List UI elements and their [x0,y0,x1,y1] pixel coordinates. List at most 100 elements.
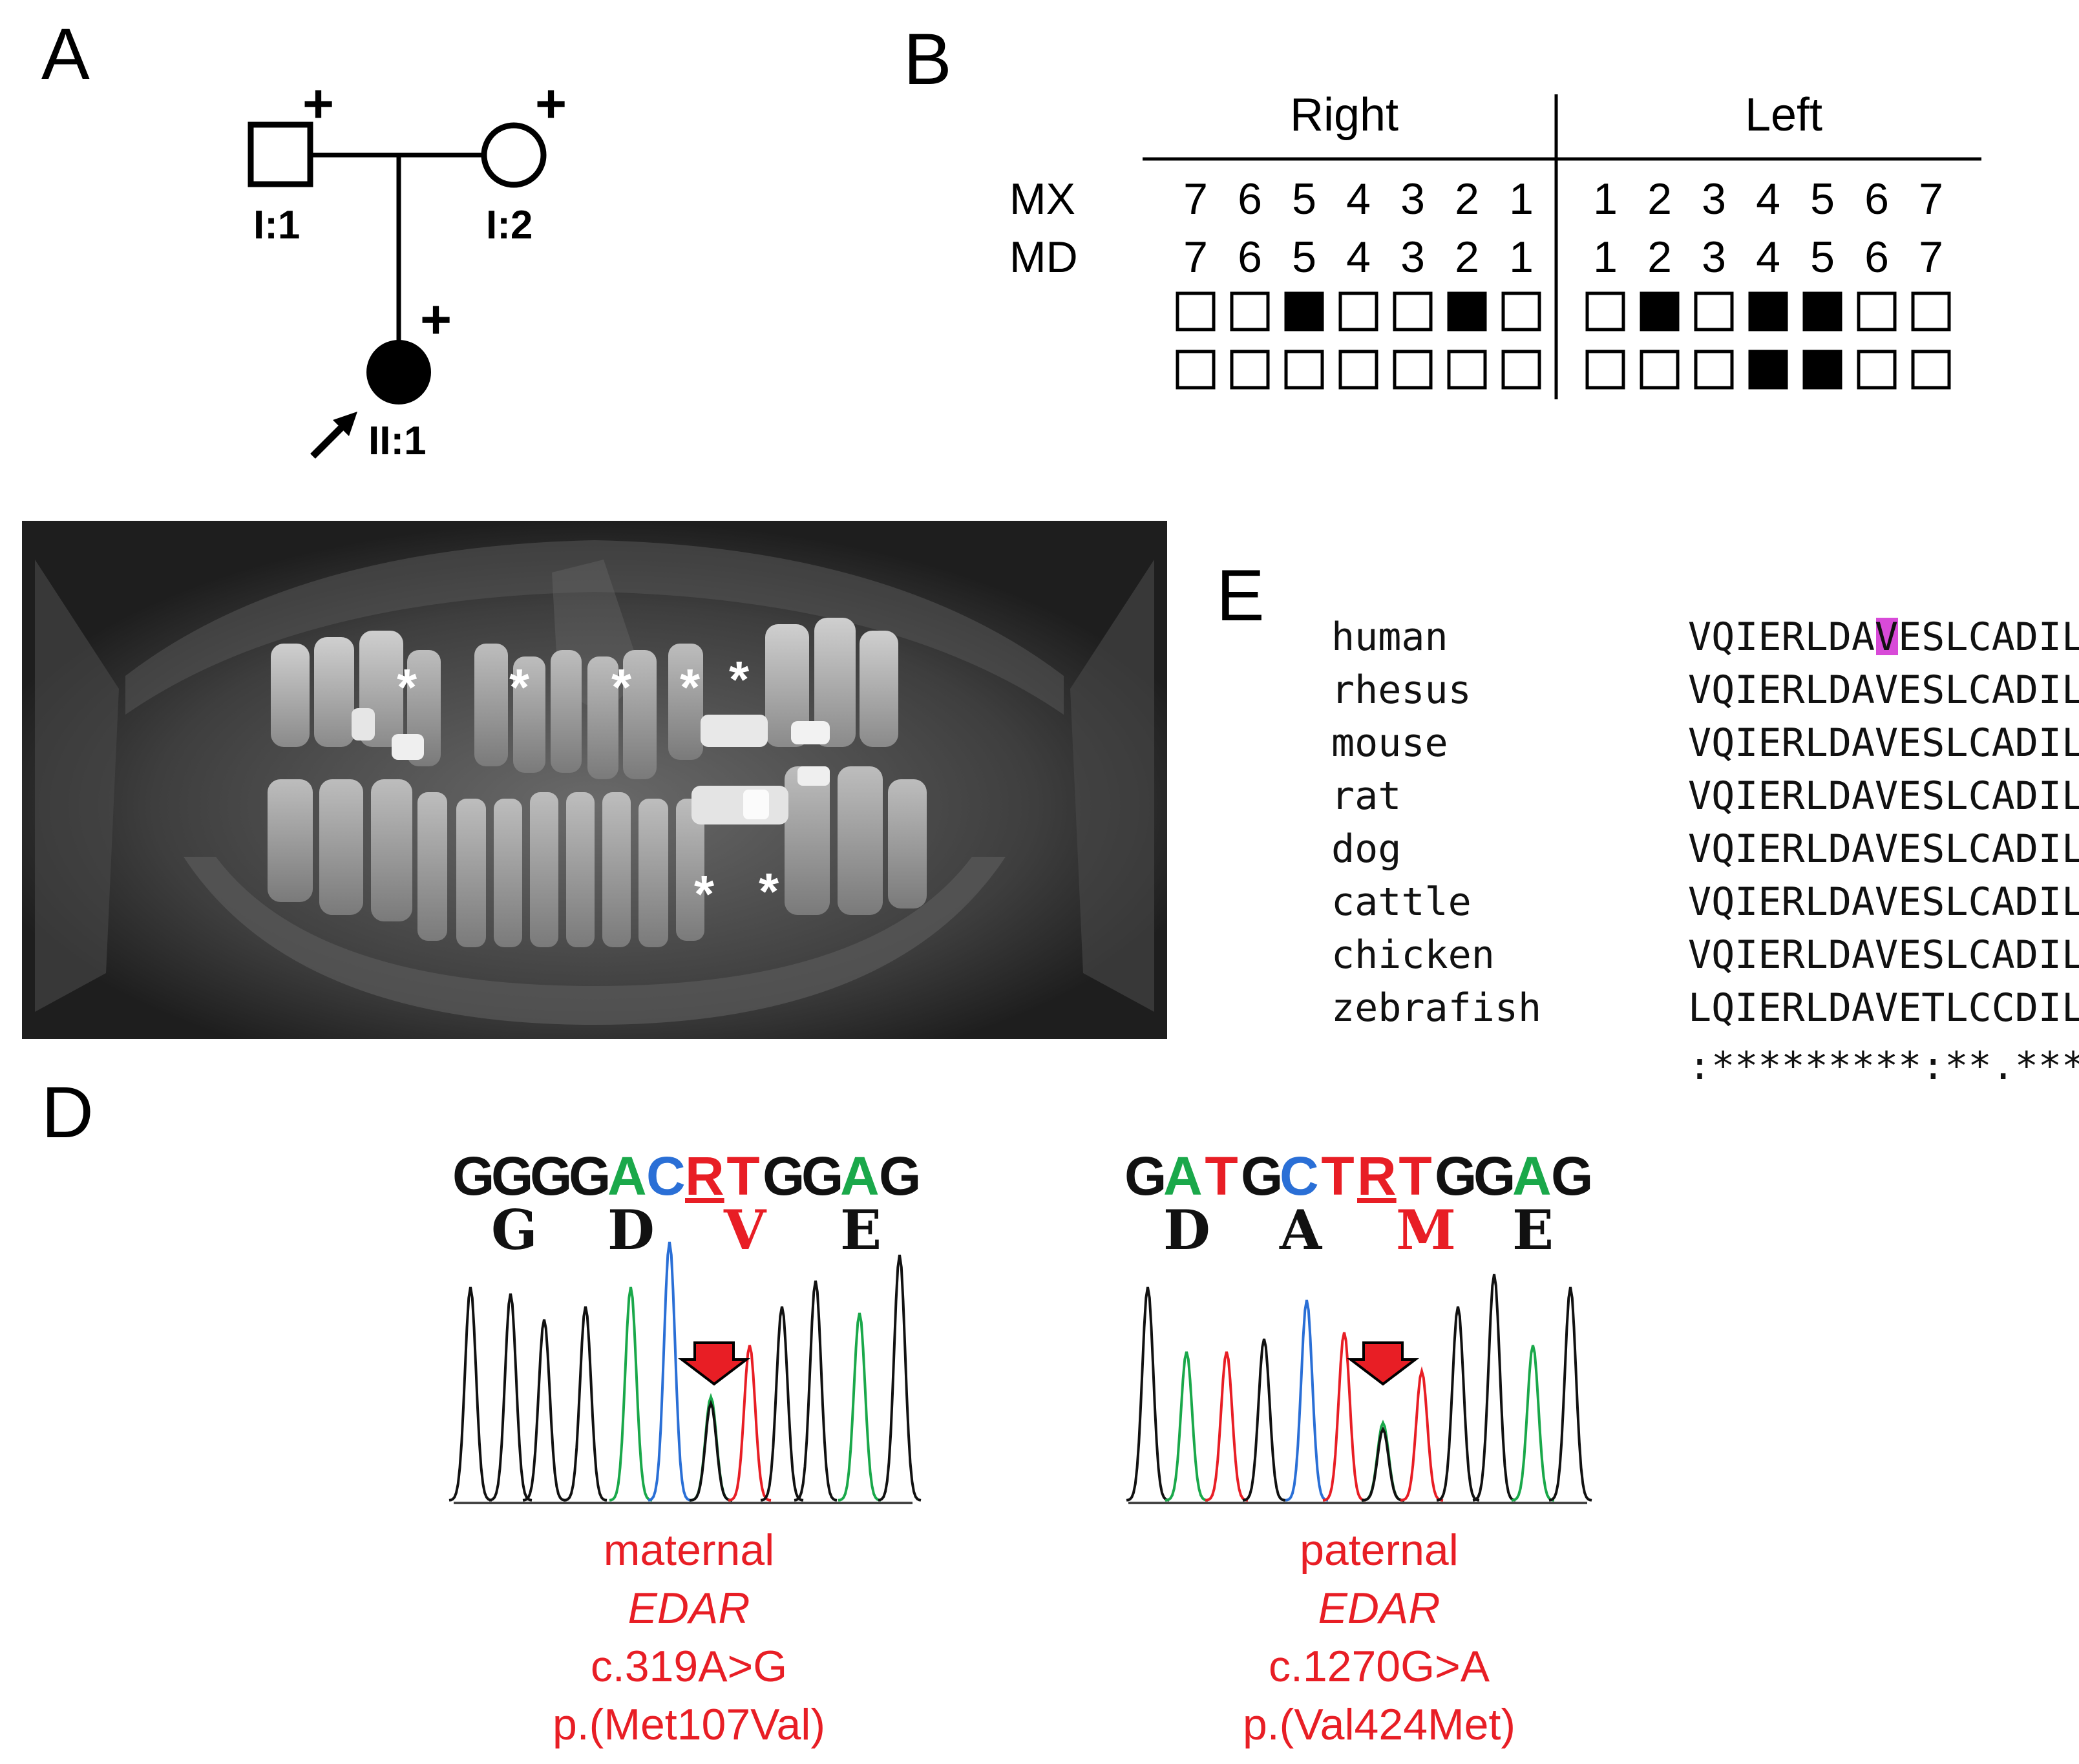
chromatogram-peak [878,1254,922,1502]
missing-tooth-asterisk: * [680,658,701,716]
chromatogram-peak [838,1312,881,1502]
sequence-row: VQIERLDAVESLCADIL [1688,724,2079,762]
mandibular-tooth-box [1748,350,1788,390]
maternal-cdna: c.319A>G [590,1642,788,1691]
mandibular-tooth-box [1911,350,1951,390]
base-letter: C [646,1146,686,1206]
tooth-number-mx: 3 [1702,174,1726,224]
variant-residue: V [1874,614,1899,660]
base-letter: A [1512,1146,1552,1206]
chromatogram-peak [609,1286,653,1502]
maxillary-tooth-box [1284,291,1324,331]
mother-carrier-mark: + [535,73,567,134]
sequence-row: VQIERLDAVESLCADIL [1688,936,2079,974]
chromatogram-peak [728,1345,772,1502]
species-rhesus: rhesus [1331,667,1472,713]
chromatogram-peak [648,1241,691,1502]
tooth-number-md: 5 [1292,233,1316,282]
chromatogram-peak [522,1319,566,1502]
base-letter: C [1280,1146,1319,1206]
base-letter: G [1551,1146,1594,1206]
proband-arrow-head [333,412,357,436]
variant-highlight [1876,618,1898,655]
missing-tooth-asterisk: * [611,658,632,716]
proband-id: II:1 [368,419,427,463]
maternal-variant-arrow [678,1341,750,1386]
chromatogram-peak [1242,1338,1286,1502]
chromatogram-peak [1436,1306,1480,1502]
panel-label-b: B [903,19,952,100]
sequence-row: LQIERLDAVETLCCDIL [1688,989,2079,1027]
chromatogram-peak [1322,1332,1366,1502]
species-chicken: chicken [1331,932,1495,978]
mandibular-tooth-box [1640,350,1680,390]
panel-label-e: E [1216,555,1265,636]
missing-tooth-asterisk: * [759,863,779,920]
paternal-origin: paternal [1300,1526,1459,1575]
father-symbol [248,121,313,187]
base-letter: G [1241,1146,1283,1206]
missing-tooth-asterisk: * [509,658,530,716]
sequence-segment: VQIERLDAVESLCADIL [1688,932,2079,978]
base-letter: G [1435,1146,1477,1206]
pedigree-diagram [248,121,547,459]
tooth-number-mx: 5 [1292,174,1316,224]
tooth-number-md: 4 [1756,233,1780,282]
base-letter: G [1124,1146,1167,1206]
tooth-number-mx: 5 [1810,174,1835,224]
tooth-number-mx: 7 [1183,174,1208,224]
base-letter: A [607,1146,647,1206]
base-letter: T [726,1146,760,1206]
mandibular-tooth-box [1857,350,1897,390]
base-letter: G [879,1146,922,1206]
tooth-number-md: 1 [1593,233,1618,282]
mandibular-tooth-box [1447,350,1487,390]
base-letter: A [840,1146,880,1206]
conservation-line: :*********:**.*** [1688,1044,2079,1089]
proband-carrier-mark: + [420,289,452,350]
chromatogram-peak [1205,1351,1249,1502]
maxillary-tooth-box [1501,291,1541,331]
tooth-number-mx: 2 [1647,174,1672,224]
amino-acid-letter: D [1163,1198,1210,1262]
chromatogram-peak [1361,1426,1405,1502]
missing-tooth-asterisk: * [729,651,750,708]
tooth-number-md: 2 [1647,233,1672,282]
species-cattle: cattle [1331,879,1472,925]
mandibular-tooth-box [1284,350,1324,390]
tooth-number-md: 3 [1400,233,1425,282]
base-letter: R [1357,1146,1397,1206]
tooth-number-md: 6 [1864,233,1889,282]
sequence-row: VQIERLDAVESLCADIL [1688,883,2079,921]
base-letter: T [1205,1146,1238,1206]
amino-acid-letter: E [840,1198,882,1262]
species-mouse: mouse [1331,720,1448,766]
paternal-caption: paternal EDAR c.1270G>A p.(Val424Met) [1121,1521,1638,1754]
tooth-number-md: 6 [1238,233,1262,282]
amino-acid-letter: D [607,1198,655,1262]
chromatogram-peak [1511,1345,1555,1502]
chromatogram-peak [564,1306,607,1502]
mandibular-tooth-box [1802,350,1842,390]
upper-teeth [271,618,898,779]
sequence-segment: ESLCADIL [1898,614,2079,660]
tooth-number-md: 7 [1183,233,1208,282]
maternal-protein: p.(Met107Val) [552,1700,826,1749]
tooth-number-mx: 3 [1400,174,1425,224]
paternal-variant-arrow [1347,1341,1419,1386]
maxillary-tooth-box [1640,291,1680,331]
tooth-grid [1176,291,1951,390]
mandibular-tooth-box [1393,350,1433,390]
tooth-number-mx: 2 [1455,174,1479,224]
tooth-number-md: 2 [1455,233,1479,282]
panel-label-d: D [41,1072,94,1153]
maternal-caption: maternal EDAR c.319A>G p.(Met107Val) [430,1521,947,1754]
mandibular-tooth-box [1585,350,1625,390]
sequence-segment: VQIERLDAVESLCADIL [1688,826,2079,872]
mother-id: I:2 [486,203,533,247]
maternal-gene: EDAR [628,1584,750,1633]
chromatogram-peak [760,1306,804,1502]
left-side-header: Left [1744,89,1823,141]
sequence-segment: VQIERLDAVESLCADIL [1688,720,2079,766]
maxillary-tooth-box [1694,291,1734,331]
